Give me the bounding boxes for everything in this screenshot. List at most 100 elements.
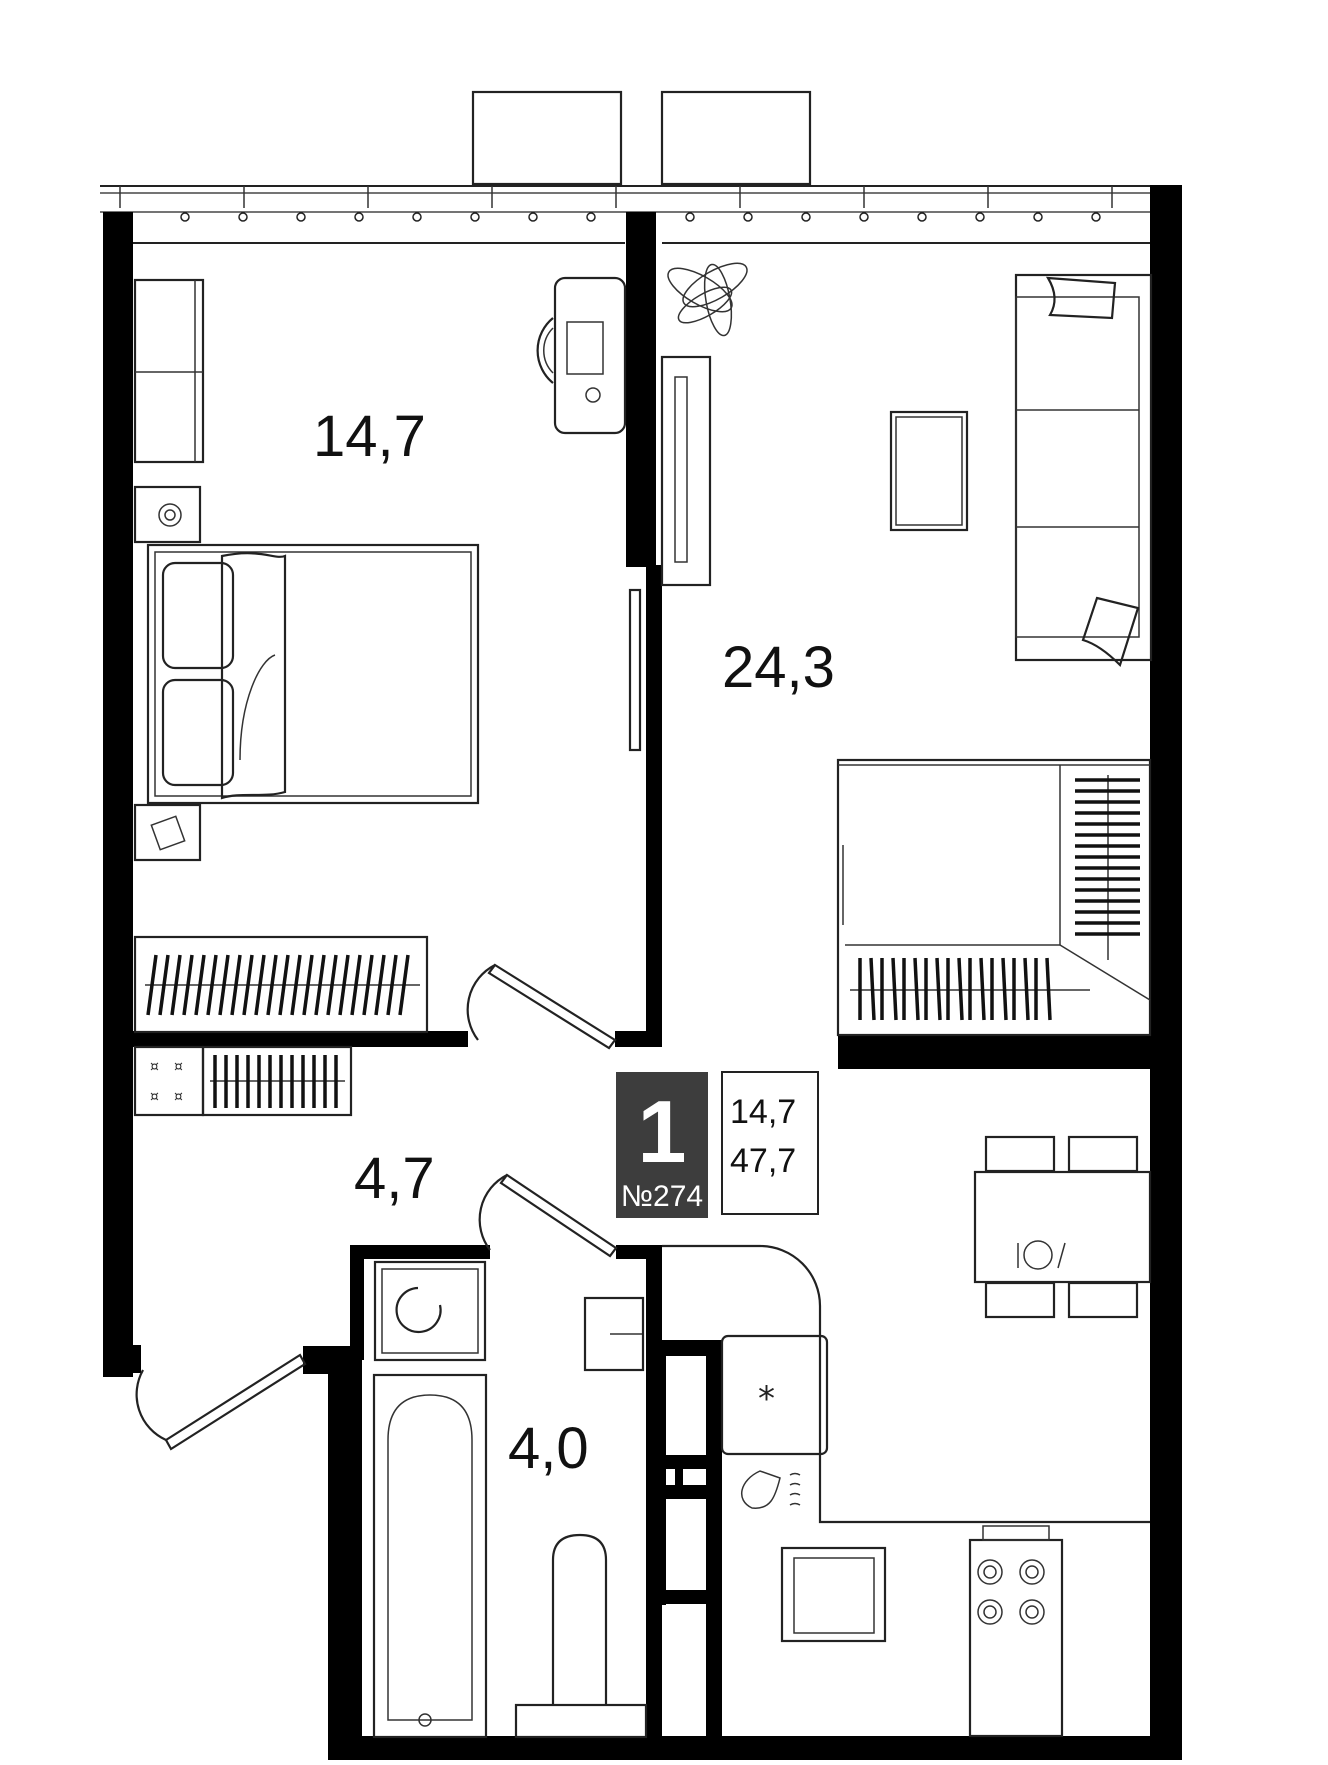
- pillow-1: [161, 561, 235, 670]
- living-wardrobe-hangers: [858, 778, 1140, 1021]
- wall-partition-upper: [626, 212, 656, 567]
- hallway-bench: [133, 1045, 205, 1117]
- svg-text:*: *: [758, 1379, 775, 1419]
- hallway-wardrobe: [201, 1045, 353, 1117]
- coffee-table: [889, 410, 969, 532]
- boiler-icon: [741, 1470, 781, 1509]
- door-bedroom-arc: [466, 964, 496, 1041]
- railing-post: [586, 212, 596, 222]
- badge-total-area: 47,7: [730, 1142, 796, 1180]
- washing-machine: [373, 1260, 487, 1362]
- chair-1: [984, 1135, 1056, 1173]
- wall-bedroom-bottom-right: [615, 1031, 662, 1047]
- apartment-badge: 1 №274 14,7 47,7: [616, 1071, 819, 1218]
- room-area-living: 24,3: [722, 635, 835, 700]
- railing-post: [528, 212, 538, 222]
- fridge: [720, 1334, 829, 1456]
- railing-post: [1033, 212, 1043, 222]
- washer-drum: [395, 1286, 442, 1334]
- nightstand-top: [133, 485, 202, 544]
- bathtub: [372, 1373, 488, 1739]
- railing-post: [1091, 212, 1101, 222]
- wall-shaft-left: [650, 1340, 666, 1605]
- sofa: [1014, 273, 1153, 662]
- railing-posts: [119, 186, 1113, 222]
- badge-rooms-count: 1: [638, 1082, 687, 1181]
- blanket: [220, 552, 287, 800]
- railing-post: [859, 212, 869, 222]
- balcony-window-right: [660, 90, 812, 186]
- railing-post: [975, 212, 985, 222]
- desk-chair: [536, 317, 554, 384]
- svg-text:¤: ¤: [174, 1089, 183, 1105]
- svg-text:¤: ¤: [150, 1089, 159, 1105]
- railing-post: [470, 212, 480, 222]
- bath-sink: [583, 1296, 645, 1372]
- wall-bath-top: [350, 1245, 490, 1259]
- living-wardrobe: [836, 758, 1152, 1037]
- wardrobe-hangers: [146, 954, 410, 1016]
- bedroom-furniture: [133, 276, 627, 1034]
- door-entry-arc: [135, 1369, 167, 1442]
- railing-post: [801, 212, 811, 222]
- railing-post: [354, 212, 364, 222]
- kitchen-counter: [662, 1244, 1150, 1524]
- wall-entry-stub: [133, 1345, 141, 1373]
- room-area-hallway: 4,7: [354, 1146, 435, 1211]
- chair-3: [984, 1281, 1056, 1319]
- wall-bedroom-bottom: [133, 1031, 468, 1047]
- wall-shaft-top: [650, 1340, 720, 1356]
- door-entry-leaf: [164, 1353, 307, 1451]
- badge-background: [616, 1072, 708, 1218]
- wall-right: [1150, 185, 1182, 1760]
- kitchen-furniture: *: [662, 1135, 1152, 1738]
- tv-unit: [660, 355, 712, 587]
- balcony-window-left: [471, 90, 623, 186]
- wall-living-wardrobe: [838, 1035, 1150, 1069]
- wall-bottom: [328, 1736, 1182, 1760]
- cushion-bottom: [1081, 596, 1140, 668]
- dresser: [133, 278, 205, 464]
- bathroom-furniture: [372, 1260, 648, 1739]
- badge-frame: [721, 1071, 819, 1215]
- wall-shaft-mid2: [650, 1485, 720, 1499]
- railing-post: [685, 212, 695, 222]
- doors: [135, 588, 642, 1451]
- bedroom-wardrobe: [133, 935, 429, 1034]
- svg-text:¤: ¤: [150, 1059, 159, 1075]
- railing-post: [917, 212, 927, 222]
- railing-post: [180, 212, 190, 222]
- dining-table: [973, 1170, 1152, 1284]
- desk: [553, 276, 627, 435]
- door-bathroom-arc: [478, 1174, 508, 1251]
- railing-post: [238, 212, 248, 222]
- bed: [146, 543, 480, 805]
- railing-post: [743, 212, 753, 222]
- wall-bath-left: [328, 1350, 362, 1760]
- badge-apartment-number: №274: [621, 1180, 703, 1213]
- svg-text:¤: ¤: [174, 1059, 183, 1075]
- toilet-tank: [514, 1703, 648, 1739]
- cushion-top: [1045, 276, 1117, 320]
- living-furniture: [660, 262, 1153, 1037]
- wall-left: [103, 212, 133, 1377]
- wall-partition-lower: [646, 565, 662, 1045]
- chair-4: [1067, 1281, 1139, 1319]
- door-bathroom-leaf: [499, 1173, 618, 1258]
- kitchen-sink: [780, 1546, 887, 1643]
- wall-shaft-bottom: [650, 1590, 720, 1604]
- plant: [667, 262, 748, 337]
- room-area-bathroom: 4,0: [508, 1416, 589, 1481]
- room-labels: 14,7 24,3 4,7 4,0: [313, 404, 835, 1481]
- room-area-bedroom: 14,7: [313, 404, 426, 469]
- wall-bath-left-upper: [350, 1245, 364, 1360]
- wall-shaft-mid1: [650, 1455, 720, 1469]
- hallway-furniture: ¤ ¤ ¤ ¤: [133, 1045, 353, 1117]
- wall-shaft-right: [706, 1340, 722, 1760]
- railing-post: [296, 212, 306, 222]
- nightstand-bottom: [133, 803, 202, 862]
- chair-2: [1067, 1135, 1139, 1173]
- pillow-2: [161, 678, 235, 787]
- door-bedroom-leaf: [487, 963, 617, 1050]
